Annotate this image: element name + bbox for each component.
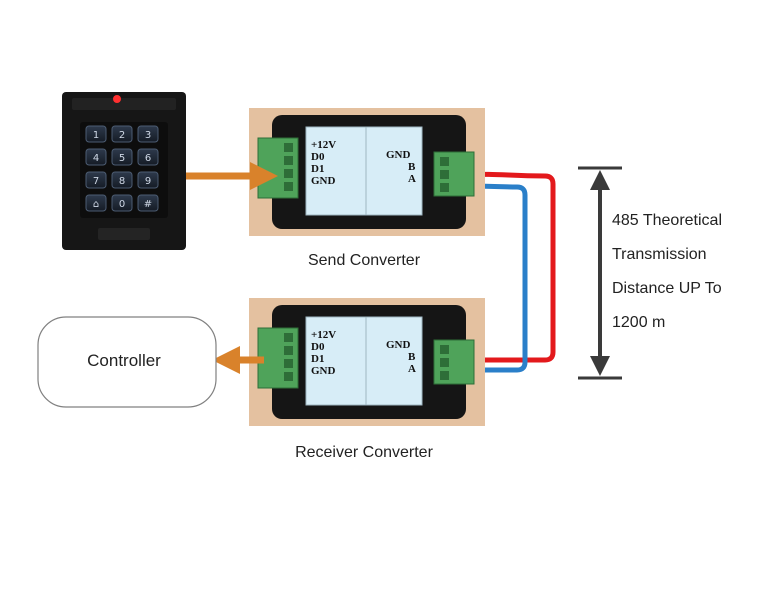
- terminal-label-gnd-485: GND: [386, 149, 411, 161]
- terminal-label-a: A: [408, 173, 416, 185]
- key-0[interactable]: 0: [111, 194, 133, 212]
- receiver-converter: +12V D0 D1 GND GND B A: [249, 298, 485, 426]
- input-terminal-block: [433, 339, 475, 385]
- led-indicator: [113, 95, 121, 103]
- key-hash[interactable]: #: [137, 194, 159, 212]
- svg-text:9: 9: [145, 176, 151, 187]
- terminal-label-12v: +12V: [311, 139, 336, 151]
- distance-note: 485 Theoretical Transmission Distance UP…: [612, 212, 722, 331]
- terminal-label-12v: +12V: [311, 329, 336, 341]
- svg-text:0: 0: [119, 199, 125, 210]
- svg-text:7: 7: [93, 176, 99, 187]
- terminal-label-d1: D1: [311, 163, 324, 175]
- keypad-reader: 1 2 3 4 5 6 7 8 9 ⌂ 0 #: [62, 92, 186, 250]
- key-8[interactable]: 8: [111, 171, 133, 189]
- terminal-label-d0: D0: [311, 341, 325, 353]
- output-terminal-block: [257, 327, 299, 389]
- terminal-label-d1: D1: [311, 353, 324, 365]
- key-4[interactable]: 4: [85, 148, 107, 166]
- key-6[interactable]: 6: [137, 148, 159, 166]
- send-converter-caption: Send Converter: [308, 252, 421, 269]
- wire-a-red: [459, 171, 556, 363]
- key-7[interactable]: 7: [85, 171, 107, 189]
- svg-text:2: 2: [119, 130, 125, 141]
- key-bell[interactable]: ⌂: [85, 194, 107, 212]
- arrowhead-down-icon: [590, 356, 610, 376]
- terminal-label-a: A: [408, 363, 416, 375]
- distance-note-line-1: 485 Theoretical: [612, 212, 722, 229]
- rs485-cable: [459, 171, 556, 373]
- key-2[interactable]: 2: [111, 125, 133, 143]
- key-9[interactable]: 9: [137, 171, 159, 189]
- converter-board: [305, 316, 423, 406]
- svg-text:6: 6: [145, 153, 151, 164]
- arrowhead-up-icon: [590, 170, 610, 190]
- output-terminal-block: [433, 151, 475, 197]
- svg-text:1: 1: [93, 130, 99, 141]
- distance-note-line-2: Transmission: [612, 246, 707, 263]
- controller-box: Controller: [37, 316, 217, 408]
- converter-board: [305, 126, 423, 216]
- receiver-converter-caption: Receiver Converter: [295, 444, 434, 461]
- terminal-label-d0: D0: [311, 151, 325, 163]
- svg-text:#: #: [144, 199, 152, 210]
- wire-b-blue: [459, 183, 528, 373]
- svg-text:4: 4: [93, 153, 99, 164]
- terminal-label-gnd-485: GND: [386, 339, 411, 351]
- terminal-label-gnd: GND: [311, 175, 336, 187]
- terminal-label-b: B: [408, 351, 416, 363]
- input-terminal-block: [257, 137, 299, 199]
- distance-note-line-4: 1200 m: [612, 314, 665, 331]
- key-5[interactable]: 5: [111, 148, 133, 166]
- terminal-label-gnd: GND: [311, 365, 336, 377]
- controller-label: Controller: [87, 351, 161, 370]
- terminal-label-b: B: [408, 161, 416, 173]
- svg-text:3: 3: [145, 130, 151, 141]
- svg-text:5: 5: [119, 153, 125, 164]
- distance-note-line-3: Distance UP To: [612, 280, 722, 297]
- svg-text:⌂: ⌂: [93, 199, 99, 210]
- send-converter: +12V D0 D1 GND GND B A: [249, 108, 485, 236]
- distance-indicator: [578, 166, 622, 380]
- key-1[interactable]: 1: [85, 125, 107, 143]
- svg-text:8: 8: [119, 176, 125, 187]
- key-3[interactable]: 3: [137, 125, 159, 143]
